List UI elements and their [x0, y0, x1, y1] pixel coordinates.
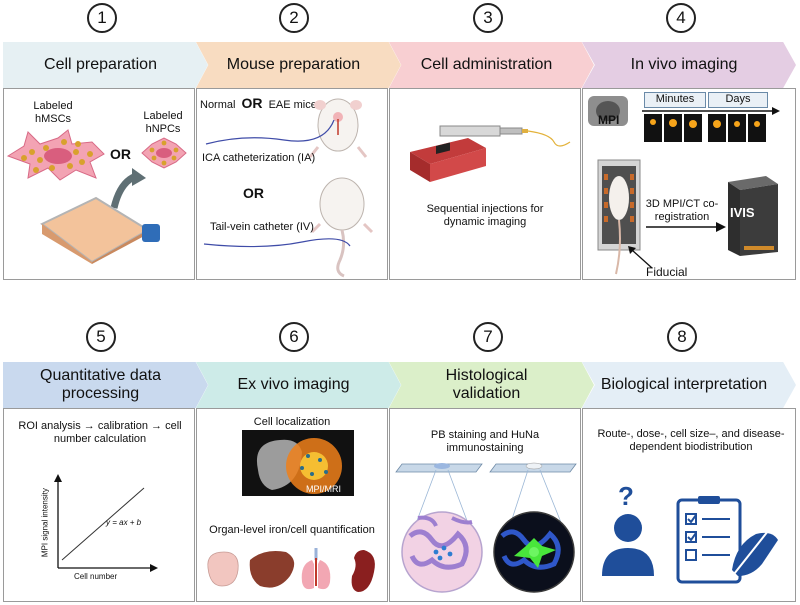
or-label-cells: OR	[110, 146, 131, 162]
coregistration-arrow	[646, 222, 726, 232]
step-6-title: Ex vivo imaging	[237, 376, 350, 394]
or-label-mice: OR	[241, 95, 263, 111]
step-2-number: 2	[279, 3, 309, 33]
calibration-x-axis-label: Cell number	[74, 572, 118, 581]
iv-catheter-line	[203, 238, 351, 248]
step-8-header: Biological interpretation	[582, 362, 796, 408]
organ-quantification-label: Organ-level iron/cell quantification	[209, 524, 375, 536]
calibration-y-axis-label: MPI signal intensity	[40, 488, 50, 558]
histology-slides	[395, 462, 577, 593]
minutes-label: Minutes	[644, 92, 706, 108]
sequential-injections-label: Sequential injections for dynamic imagin…	[426, 203, 544, 228]
step-1-title: Cell preparation	[44, 56, 157, 74]
syringe-pump-icon	[410, 125, 571, 182]
pb-staining-label: PB staining and HuNa immunostaining	[430, 429, 540, 454]
step-7-header: Histological validation	[389, 362, 594, 408]
step-6-header: Ex vivo imaging	[196, 362, 401, 408]
ica-catheter-line	[205, 119, 335, 145]
mouse-bed-icon	[597, 159, 641, 275]
calibration-equation: y = ax + b	[106, 518, 142, 527]
step-3-number: 3	[473, 3, 503, 33]
step-3-header: Cell administration	[389, 42, 594, 88]
eae-label: EAE mice	[268, 99, 317, 111]
labeled-hnpcs-label: Labeled hNPCs	[143, 110, 183, 135]
mouse-iv-icon	[310, 177, 374, 278]
question-mark: ?	[618, 481, 634, 511]
ivis-label: IVIS	[730, 205, 755, 220]
panel-cell-administration	[389, 88, 581, 280]
brain-overlay-image	[242, 430, 354, 496]
hmsc-cell-icon	[6, 129, 105, 181]
organ-icons	[207, 548, 375, 592]
or-label-route: OR	[243, 185, 264, 201]
step-8-number: 8	[667, 322, 697, 352]
ivis-imager-icon	[728, 176, 778, 256]
mpi-label: MPI	[598, 113, 620, 127]
biodistribution-text: Route-, dose-, cell size–, and disease-d…	[597, 428, 785, 453]
cell-localization-label: Cell localization	[253, 416, 331, 428]
timeline-arrow	[642, 107, 780, 115]
step-1-number: 1	[87, 3, 117, 33]
fiducial-label: Fiducial	[646, 265, 688, 279]
mouse-ica-icon	[308, 98, 368, 158]
step-2-header: Mouse preparation	[196, 42, 401, 88]
checklist-icon	[676, 496, 778, 584]
step-7-title: Histological validation	[445, 367, 528, 402]
hnpc-cell-icon	[141, 137, 187, 169]
step-5-title: Quantitative data processing	[40, 367, 161, 402]
coregistration-label: 3D MPI/CT co-registration	[645, 198, 719, 223]
step-2-title: Mouse preparation	[226, 56, 361, 74]
mpi-scanner-icon	[588, 96, 628, 126]
step-4-number: 4	[666, 3, 696, 33]
step-3-title: Cell administration	[420, 56, 553, 74]
step-8-title: Biological interpretation	[600, 376, 768, 394]
mpi-timepoint-images	[644, 114, 766, 142]
step-1-header: Cell preparation	[3, 42, 208, 88]
mpi-mri-label: MPI/MRI	[306, 484, 341, 494]
person-icon	[602, 514, 654, 576]
days-label: Days	[708, 92, 768, 108]
step-6-number: 6	[279, 322, 309, 352]
step-5-number: 5	[86, 322, 116, 352]
normal-mice-label: Normal OR EAE mice	[200, 95, 317, 112]
step-5-header: Quantitative data processing	[3, 362, 208, 408]
normal-label: Normal	[200, 99, 236, 111]
ica-catheterization-label: ICA catheterization (IA)	[202, 152, 316, 164]
roi-analysis-text: ROI analysis → calibration → cell number…	[18, 420, 182, 445]
culture-flask-icon	[40, 168, 160, 264]
tail-vein-label: Tail-vein catheter (IV)	[210, 221, 314, 233]
step-4-header: In vivo imaging	[582, 42, 796, 88]
fiducial-pointer	[628, 246, 653, 269]
panel-quantitative-processing	[3, 408, 195, 602]
calibration-plot	[54, 474, 158, 572]
step-4-title: In vivo imaging	[630, 56, 738, 74]
step-7-number: 7	[473, 322, 503, 352]
labeled-hmscs-label: Labeled hMSCs	[33, 100, 73, 125]
